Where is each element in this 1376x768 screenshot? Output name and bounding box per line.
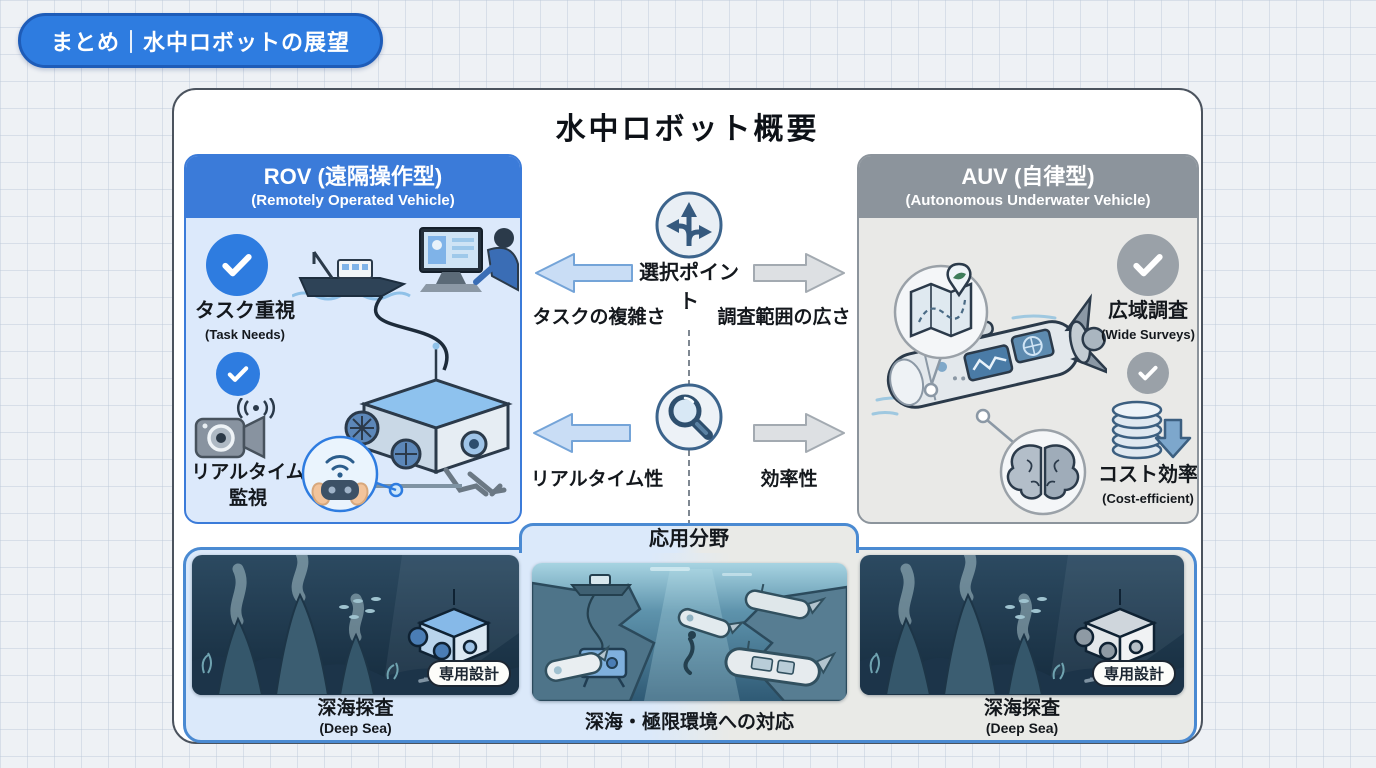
check-icon: [1127, 352, 1169, 394]
auv-deepsea-scene: 専用設計: [860, 555, 1184, 695]
rov-feature2-line1: リアルタイム: [191, 462, 305, 483]
auv-subtitle: (Autonomous Underwater Vehicle): [905, 192, 1151, 209]
checkmark-glyph: [1133, 254, 1163, 277]
magnifier-icon: [655, 383, 723, 451]
rov-scene-subtitle: (Deep Sea): [319, 720, 392, 736]
branch-arrows-icon: [655, 191, 723, 259]
rov-subtitle: (Remotely Operated Vehicle): [251, 192, 455, 209]
check-icon: [206, 234, 268, 296]
rov-panel-header: ROV (遠隔操作型) (Remotely Operated Vehicle): [186, 156, 520, 218]
arrow-right-icon: [753, 413, 845, 453]
video-camera-icon: [194, 398, 275, 460]
middle-scene-caption: 深海・極限環境への対応: [584, 712, 794, 733]
auv-scene-caption: 深海探査 (Deep Sea): [860, 697, 1184, 737]
check-icon: [1117, 234, 1179, 296]
auv-scene-title: 深海探査: [983, 698, 1060, 719]
deepsea-vents-image: [860, 555, 1184, 695]
arrow-right-icon: [753, 253, 845, 293]
rov-feature1-sublabel: (Task Needs): [205, 327, 285, 342]
gamepad-icon: [301, 435, 379, 513]
auv-feature1-label: 広域調査: [1108, 300, 1188, 322]
rov-criterion-1: タスクの複雑さ: [532, 307, 666, 328]
auv-feature2-sublabel: (Cost-efficient): [1102, 491, 1194, 506]
rov-criterion-2: リアルタイム性: [530, 469, 664, 490]
summary-badge: まとめ｜水中ロボットの展望: [18, 13, 384, 68]
rov-scene-title: 深海探査: [317, 698, 394, 719]
checkmark-glyph: [227, 366, 249, 382]
rov-feature2-label: リアルタイム 監視: [186, 460, 310, 512]
page-title: 水中ロボット概要: [555, 113, 820, 146]
summary-badge-label: まとめ｜水中ロボットの展望: [51, 29, 351, 55]
auv-panel: AUV (自律型) (Autonomous Underwater Vehicle…: [857, 154, 1199, 524]
rov-deepsea-scene: 専用設計: [192, 555, 519, 695]
auv-title: AUV (自律型): [961, 164, 1095, 189]
cost-coins-icon: [1111, 400, 1192, 460]
applications-tab-label: 応用分野: [649, 528, 729, 550]
auv-panel-header: AUV (自律型) (Autonomous Underwater Vehicle…: [859, 156, 1197, 218]
rov-panel: ROV (遠隔操作型) (Remotely Operated Vehicle) …: [184, 154, 522, 524]
rov-feature1-label: タスク重視: [195, 300, 295, 322]
selection-point-label: 選択ポイント: [639, 262, 739, 313]
auv-criterion-1: 調査範囲の広さ: [717, 307, 851, 328]
map-route-icon: [893, 262, 989, 398]
auv-feature2-label: コスト効率: [1098, 464, 1198, 486]
checkmark-glyph: [222, 254, 252, 277]
rov-feature2-line2: 監視: [228, 488, 267, 509]
auv-criterion-2: 効率性: [760, 469, 818, 490]
rov-illustration: [292, 227, 519, 513]
dedicated-design-badge: 専用設計: [1091, 660, 1176, 687]
checkmark-glyph: [1138, 365, 1158, 381]
canyon-image: [532, 563, 847, 701]
arrow-left-icon: [535, 253, 633, 293]
arrow-left-icon: [533, 413, 631, 453]
auv-feature1-sublabel: (Wide Surveys): [1101, 327, 1195, 342]
auv-illustration: [871, 262, 1107, 516]
dedicated-design-badge: 専用設計: [426, 660, 511, 687]
overview-card: 水中ロボット概要 ROV (遠隔操作型) (Remotely Operated …: [172, 88, 1203, 744]
rov-title: ROV (遠隔操作型): [263, 164, 443, 189]
auv-scene-subtitle: (Deep Sea): [985, 720, 1059, 736]
check-icon: [216, 352, 260, 396]
rov-scene-caption: 深海探査 (Deep Sea): [192, 697, 519, 737]
brain-icon: [975, 408, 1087, 516]
applications-tab: 応用分野: [519, 523, 859, 553]
extreme-environment-scene: [532, 563, 847, 701]
